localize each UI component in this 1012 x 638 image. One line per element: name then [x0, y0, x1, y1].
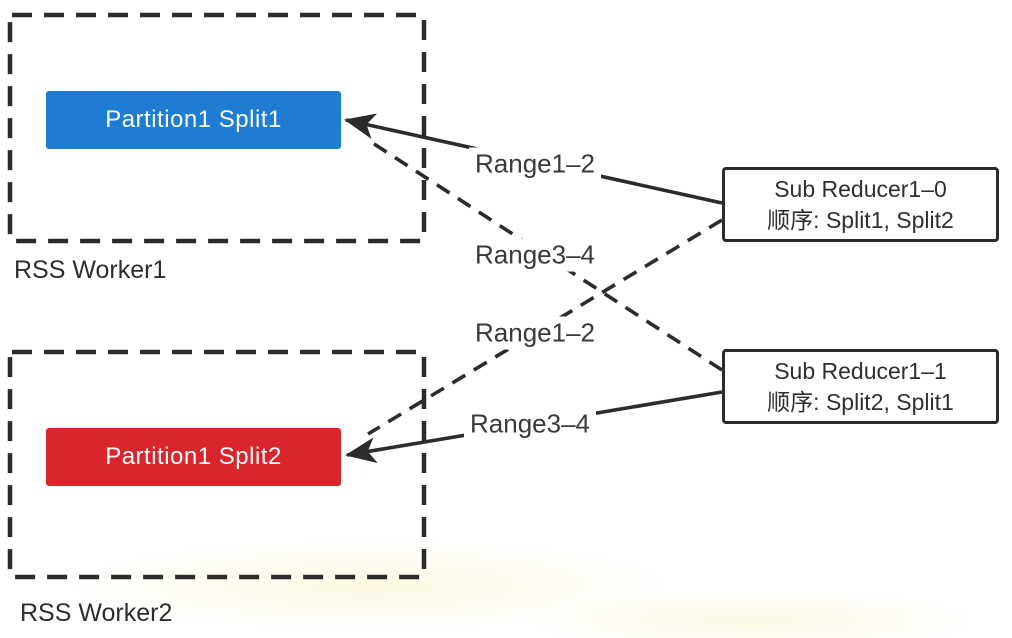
edge-label-range1-2-lower: Range1–2: [469, 316, 601, 350]
sub-reducer1-0-order: 顺序: Split1, Split2: [767, 206, 954, 233]
edge-label-range1-2-top: Range1–2: [469, 147, 601, 181]
edge-label-range3-4-upper: Range3–4: [469, 238, 601, 272]
partition1-split1-box: Partition1 Split1: [46, 91, 341, 149]
sub-reducer1-0-box: Sub Reducer1–0 顺序: Split1, Split2: [722, 167, 999, 242]
worker1-dashed-box: [7, 12, 427, 244]
rss-worker2-label: RSS Worker2: [20, 599, 173, 627]
sub-reducer1-1-order: 顺序: Split2, Split1: [767, 388, 954, 415]
sub-reducer1-1-box: Sub Reducer1–1 顺序: Split2, Split1: [722, 349, 999, 424]
worker2-dashed-box: [7, 349, 427, 580]
sub-reducer1-0-title: Sub Reducer1–0: [774, 175, 947, 202]
sub-reducer1-1-title: Sub Reducer1–1: [774, 357, 947, 384]
rss-worker1-label: RSS Worker1: [14, 256, 167, 284]
edge-label-range3-4-bottom: Range3–4: [464, 407, 596, 441]
partition1-split2-box: Partition1 Split2: [46, 428, 341, 486]
